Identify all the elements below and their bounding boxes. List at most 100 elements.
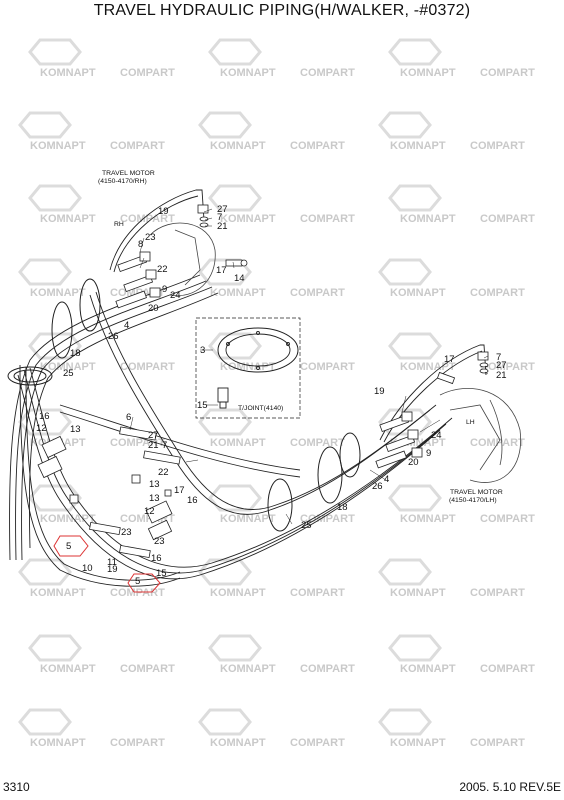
travel-motor-rh-code: (4150-4170/RH) bbox=[98, 178, 147, 185]
page-title: TRAVEL HYDRAULIC PIPING(H/WALKER, -#0372… bbox=[93, 2, 471, 19]
watermark-text: COMPART bbox=[110, 587, 165, 599]
watermark-logo-icon bbox=[208, 332, 262, 360]
part-number-label: 17 bbox=[216, 265, 227, 276]
part-number-label: 16 bbox=[187, 495, 198, 506]
watermark-logo-icon bbox=[28, 634, 82, 662]
watermark-logo-icon bbox=[208, 184, 262, 212]
rh-fittings bbox=[115, 204, 248, 309]
part-number-label: 24 bbox=[431, 430, 442, 441]
lh-fittings bbox=[375, 351, 489, 469]
part-number-label: 16 bbox=[151, 553, 162, 564]
t-joint-detail bbox=[195, 317, 301, 419]
watermark-logo-icon bbox=[388, 184, 442, 212]
travel-motor-rh bbox=[149, 222, 216, 297]
watermark-text: COMPART bbox=[290, 287, 345, 299]
watermark-text: KOMNAPT bbox=[390, 140, 446, 152]
part-number-label: 13 bbox=[149, 493, 160, 504]
travel-motor-lh-label: TRAVEL MOTOR bbox=[450, 489, 503, 496]
watermark-text: KOMNAPT bbox=[220, 67, 276, 79]
watermark-text: KOMNAPT bbox=[40, 67, 96, 79]
watermark-logo-icon bbox=[378, 408, 432, 436]
watermark-text: KOMNAPT bbox=[400, 513, 456, 525]
part-number-label: 20 bbox=[408, 457, 419, 468]
pipe-clamps bbox=[7, 278, 361, 532]
watermark-text: KOMNAPT bbox=[40, 663, 96, 675]
watermark-text: COMPART bbox=[480, 513, 535, 525]
part-number-label: 22 bbox=[158, 467, 169, 478]
revision-date: 2005. 5.10 REV.5E bbox=[459, 780, 561, 794]
watermark-logo-icon bbox=[388, 484, 442, 512]
part-number-label: 18 bbox=[337, 502, 348, 513]
part-number-label: 17 bbox=[174, 485, 185, 496]
watermark-text: COMPART bbox=[480, 361, 535, 373]
part-number-label: 15 bbox=[156, 568, 167, 579]
watermark-logo-icon bbox=[18, 708, 72, 736]
watermark-text: KOMNAPT bbox=[220, 361, 276, 373]
watermark-text: COMPART bbox=[110, 140, 165, 152]
watermark-text: COMPART bbox=[300, 361, 355, 373]
part-number-label: 19 bbox=[374, 386, 385, 397]
part-number-label: 5 bbox=[135, 576, 140, 587]
part-number-label: 19 bbox=[158, 206, 169, 217]
watermark-text: KOMNAPT bbox=[210, 140, 266, 152]
watermark-text: KOMNAPT bbox=[400, 67, 456, 79]
watermark-logo-icon bbox=[378, 258, 432, 286]
watermark-logo-icon bbox=[388, 332, 442, 360]
part-number-label: 16 bbox=[39, 411, 50, 422]
watermark-logo-icon bbox=[198, 408, 252, 436]
part-number-label: 4 bbox=[124, 320, 129, 331]
watermark-logo-icon bbox=[28, 484, 82, 512]
watermark-text: KOMNAPT bbox=[400, 663, 456, 675]
part-number-label: 19 bbox=[107, 564, 118, 575]
part-number-label: 3 bbox=[200, 345, 205, 356]
watermark-text: COMPART bbox=[120, 67, 175, 79]
watermark-text: KOMNAPT bbox=[220, 513, 276, 525]
part-number-label: 9 bbox=[162, 284, 167, 295]
watermark-text: COMPART bbox=[290, 737, 345, 749]
watermark-text: COMPART bbox=[480, 663, 535, 675]
watermark-text: KOMNAPT bbox=[210, 737, 266, 749]
watermark-text: COMPART bbox=[480, 67, 535, 79]
watermark-text: KOMNAPT bbox=[220, 213, 276, 225]
part-number-label: 14 bbox=[234, 273, 245, 284]
watermark-logo-icon bbox=[28, 38, 82, 66]
watermark-text: COMPART bbox=[470, 737, 525, 749]
watermark-text: COMPART bbox=[290, 140, 345, 152]
part-number-label: 24 bbox=[170, 290, 181, 301]
watermark-logo-icon bbox=[198, 558, 252, 586]
watermark-text: KOMNAPT bbox=[390, 737, 446, 749]
watermark-text: KOMNAPT bbox=[210, 437, 266, 449]
leader-lines bbox=[129, 208, 489, 525]
part-number-label: 21 bbox=[217, 221, 228, 232]
part-number-label: 7 bbox=[496, 352, 501, 363]
lh-label: LH bbox=[466, 419, 475, 426]
part-number-label: 7 bbox=[217, 212, 222, 223]
part-number-label: 27 bbox=[496, 360, 507, 371]
watermark-text: KOMNAPT bbox=[40, 361, 96, 373]
watermark-text: COMPART bbox=[300, 513, 355, 525]
part-number-label: 23 bbox=[121, 527, 132, 538]
watermark-text: COMPART bbox=[290, 587, 345, 599]
travel-motor-lh-code: (4150-4170/LH) bbox=[449, 497, 497, 504]
watermark-logo-icon bbox=[28, 184, 82, 212]
rh-label: RH bbox=[114, 221, 124, 228]
watermark-logo-icon bbox=[208, 484, 262, 512]
part-number-label: 12 bbox=[36, 423, 47, 434]
part-number-label: 22 bbox=[157, 264, 168, 275]
watermark-text: COMPART bbox=[300, 663, 355, 675]
part-number-label: 10 bbox=[82, 563, 93, 574]
part-number-label: 9 bbox=[426, 448, 431, 459]
part-number-label: 25 bbox=[63, 368, 74, 379]
part-number-label: 12 bbox=[144, 506, 155, 517]
part-number-label: 7 bbox=[162, 440, 167, 451]
t-joint-label: T/JOINT(4140) bbox=[238, 405, 283, 412]
part-number-label: 4 bbox=[384, 474, 389, 485]
watermark-logo-icon bbox=[388, 634, 442, 662]
watermark-text: KOMNAPT bbox=[40, 213, 96, 225]
watermark-text: KOMNAPT bbox=[390, 587, 446, 599]
watermark-logo-icon bbox=[198, 708, 252, 736]
watermark-text: COMPART bbox=[300, 67, 355, 79]
watermark-logo-icon bbox=[198, 111, 252, 139]
watermark-text: KOMNAPT bbox=[30, 140, 86, 152]
